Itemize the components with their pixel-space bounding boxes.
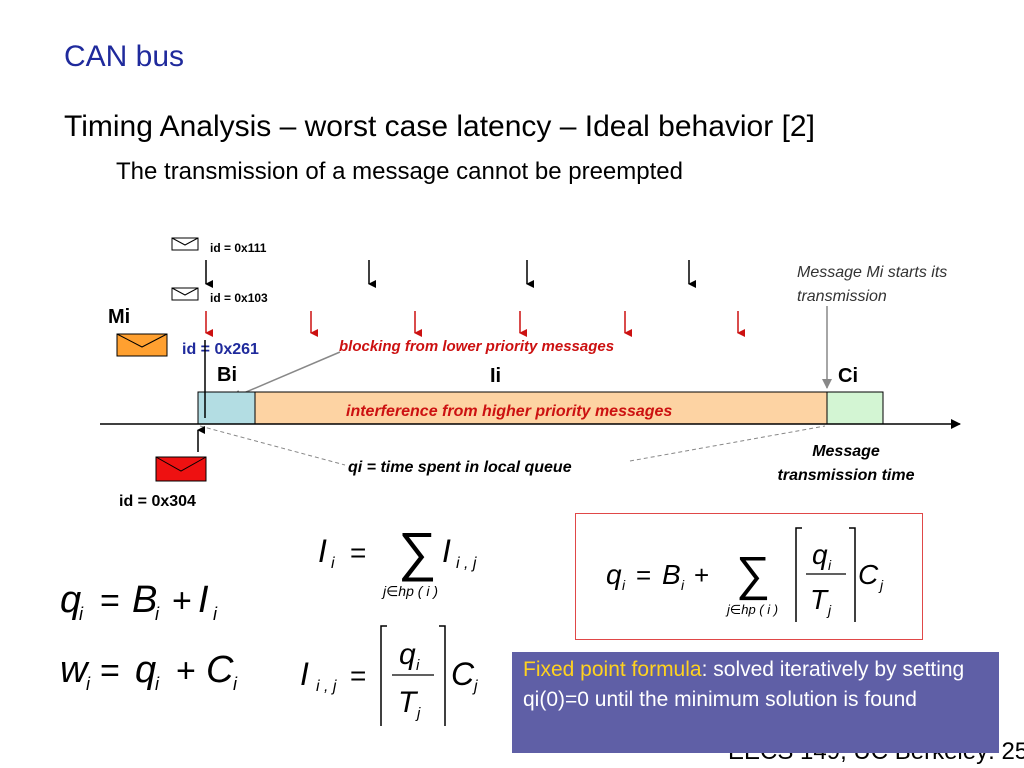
svg-text:B: B (132, 579, 157, 621)
svg-text:∑: ∑ (398, 522, 437, 582)
envelope-icon (171, 237, 199, 251)
svg-text:i: i (828, 557, 832, 573)
starts-label-2: transmission (797, 288, 887, 305)
id-label-top2: id = 0x103 (210, 291, 268, 305)
svg-text:q: q (135, 649, 156, 691)
svg-text:i , j: i , j (316, 678, 337, 695)
svg-text:+: + (172, 582, 192, 620)
svg-text:q: q (399, 638, 416, 671)
trans-label-2: transmission time (778, 467, 915, 484)
svg-text:+: + (694, 560, 709, 590)
svg-text:i: i (86, 674, 91, 694)
svg-text:I: I (442, 533, 451, 569)
svg-text:i: i (155, 674, 160, 694)
priority-arrows-red (205, 311, 745, 337)
callout-highlight: Fixed point formula (523, 658, 702, 681)
svg-text:I: I (300, 656, 309, 692)
svg-text:=: = (100, 582, 120, 620)
queue-dash-right (629, 425, 826, 462)
slide-subheading: The transmission of a message cannot be … (116, 158, 683, 185)
interference-label: interference from higher priority messag… (346, 403, 672, 420)
svg-text:j: j (826, 602, 832, 618)
svg-text:C: C (206, 649, 234, 691)
svg-text:j∈hp ( i ): j∈hp ( i ) (381, 583, 438, 599)
bi-label: Bi (217, 364, 237, 386)
svg-text:=: = (350, 537, 366, 568)
higher-priority-arrows (205, 260, 696, 288)
ci-label: Ci (838, 365, 858, 387)
timing-diagram: id = 0x111 id = 0x103 Mi id = 0x261 bloc… (100, 237, 961, 510)
svg-text:i: i (681, 577, 685, 593)
mi-label: Mi (108, 306, 130, 328)
svg-text:i: i (155, 604, 160, 624)
slide-heading: Timing Analysis – worst case latency – I… (64, 110, 815, 143)
mi-envelope-icon (116, 333, 168, 357)
svg-text:I: I (318, 533, 327, 569)
blocking-label: blocking from lower priority messages (339, 338, 614, 355)
ci-block (826, 391, 884, 425)
svg-text:=: = (636, 560, 651, 590)
svg-text:q: q (606, 559, 622, 590)
svg-text:C: C (451, 656, 475, 692)
svg-text:j: j (472, 678, 478, 695)
svg-text:=: = (350, 660, 366, 691)
id-label-top1: id = 0x111 (210, 241, 267, 255)
svg-text:j: j (415, 705, 421, 722)
svg-text:j∈hp ( i ): j∈hp ( i ) (725, 602, 778, 617)
svg-text:i: i (233, 674, 238, 694)
callout-text: : solved iteratively by setting qi(0)=0 … (523, 658, 965, 711)
blocking-pointer (231, 351, 341, 400)
svg-text:C: C (858, 559, 879, 590)
fixed-point-callout: Fixed point formula: solved iteratively … (512, 652, 999, 753)
svg-text:B: B (662, 559, 681, 590)
svg-text:i: i (622, 577, 626, 593)
envelope-icon (171, 287, 199, 301)
svg-text:w: w (60, 649, 90, 691)
starts-label-1: Message Mi starts its (797, 264, 947, 281)
svg-text:I: I (198, 579, 209, 621)
svg-text:i: i (79, 604, 84, 624)
svg-text:j: j (878, 577, 884, 593)
bottom-envelope-icon (155, 456, 207, 482)
svg-text:i: i (331, 555, 335, 572)
ii-block (254, 391, 828, 425)
svg-text:i: i (416, 657, 420, 674)
svg-text:q: q (60, 579, 81, 621)
svg-text:T: T (810, 584, 829, 615)
id-label-mi: id = 0x261 (182, 341, 259, 358)
svg-text:i , j: i , j (456, 555, 477, 572)
svg-text:∑: ∑ (736, 548, 770, 601)
bi-block (197, 391, 256, 425)
svg-text:i: i (213, 604, 218, 624)
svg-text:q: q (812, 539, 828, 570)
slide-title: CAN bus (64, 40, 185, 73)
svg-text:=: = (100, 652, 120, 690)
svg-text:T: T (398, 686, 419, 719)
trans-label-1: Message (812, 443, 880, 460)
ii-label: Ii (490, 365, 501, 387)
queue-label: qi = time spent in local queue (348, 459, 572, 476)
id-label-bottom: id = 0x304 (119, 493, 196, 510)
svg-text:+: + (176, 652, 196, 690)
queue-dash-left (199, 425, 346, 466)
